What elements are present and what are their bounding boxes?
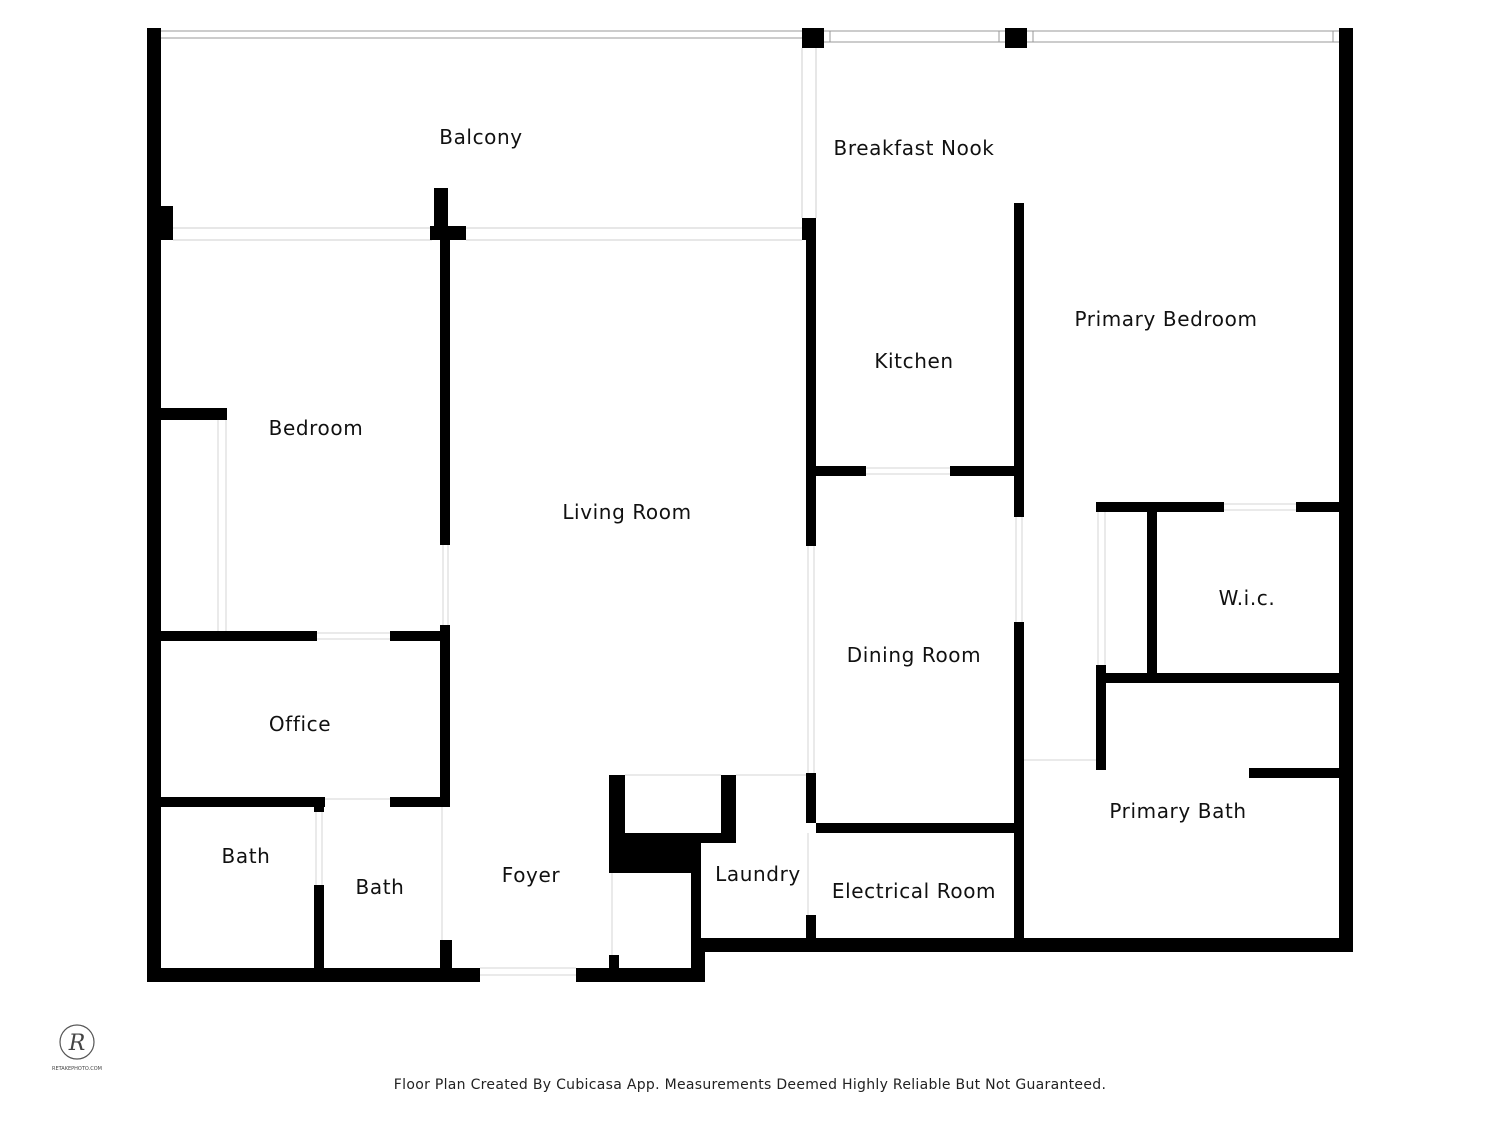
room-label-balcony: Balcony	[439, 125, 522, 149]
room-label-primary-bedroom: Primary Bedroom	[1074, 307, 1257, 331]
room-labels: Balcony Breakfast Nook Primary Bedroom K…	[222, 125, 1276, 903]
top-railings	[161, 30, 1339, 43]
room-label-foyer: Foyer	[502, 863, 561, 887]
retakephoto-logo: R RETAKEPHOTO.COM	[52, 1024, 102, 1072]
exterior-walls	[147, 28, 1353, 982]
wall-right-exterior	[1339, 28, 1353, 952]
room-label-laundry: Laundry	[715, 862, 801, 886]
interior-walls	[161, 188, 1346, 970]
room-label-bath-left: Bath	[222, 844, 271, 868]
wall-left-top-post	[147, 206, 173, 240]
room-label-primary-bath: Primary Bath	[1109, 799, 1246, 823]
room-label-living-room: Living Room	[562, 500, 691, 524]
balcony-doors	[173, 48, 817, 241]
room-label-kitchen: Kitchen	[874, 349, 953, 373]
room-label-dining-room: Dining Room	[847, 643, 981, 667]
logo-monogram: R	[68, 1031, 86, 1056]
wall-bottom-middle	[576, 968, 704, 982]
room-label-breakfast-nook: Breakfast Nook	[834, 136, 995, 160]
wall-top-post-1	[802, 28, 824, 48]
footer-disclaimer: Floor Plan Created By Cubicasa App. Meas…	[393, 1077, 1107, 1093]
wall-top-post-2	[1005, 28, 1027, 48]
room-label-electrical-room: Electrical Room	[832, 879, 996, 903]
logo-text: RETAKEPHOTO.COM	[52, 1066, 102, 1072]
openings	[217, 420, 1296, 976]
room-label-wic: W.i.c.	[1219, 586, 1276, 610]
wall-bottom-left	[147, 968, 480, 982]
room-label-bedroom: Bedroom	[269, 416, 364, 440]
wall-bottom-right	[691, 938, 1353, 952]
wall-left-exterior	[147, 28, 161, 982]
room-label-bath-center: Bath	[356, 875, 405, 899]
room-label-office: Office	[269, 712, 331, 736]
